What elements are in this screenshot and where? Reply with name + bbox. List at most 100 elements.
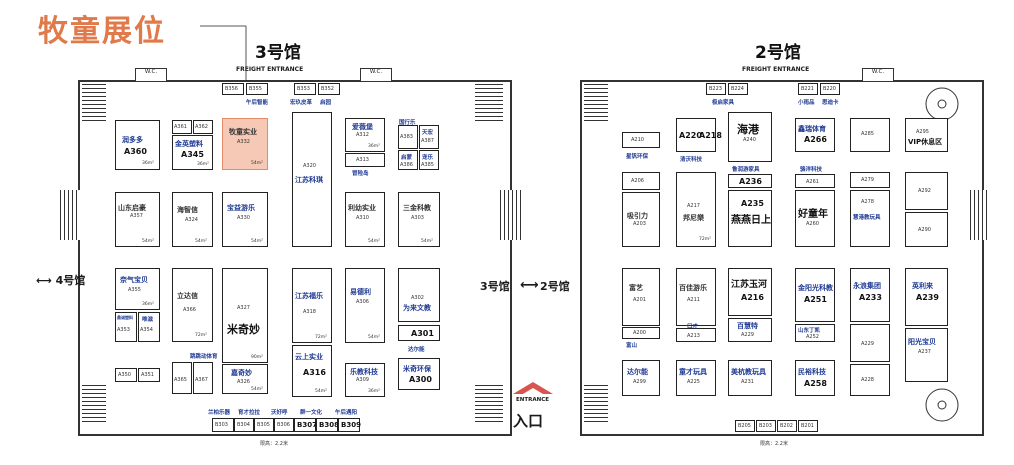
- booth-a330[interactable]: 宝益游乐 A330 54m²: [222, 192, 268, 247]
- label-qingwo: 清沃科技: [680, 157, 703, 163]
- booth-a231[interactable]: 美杭教玩具 A231: [728, 360, 772, 396]
- booth-b355[interactable]: B355: [246, 83, 268, 95]
- booth-a206[interactable]: A206: [622, 172, 660, 190]
- booth-a229b[interactable]: A229: [850, 324, 890, 362]
- booth-a327[interactable]: A327 米奇妙 90m²: [222, 268, 268, 363]
- label-qunyi: 群一文化: [300, 410, 323, 416]
- booth-b352[interactable]: B352: [318, 83, 340, 95]
- hall2-wc: W.C.: [862, 68, 894, 82]
- booth-a228[interactable]: A228: [850, 364, 890, 396]
- booth-a312[interactable]: 爱薇堡 A312 36m²: [345, 118, 385, 152]
- booth-b202[interactable]: B202: [777, 420, 797, 432]
- booth-a235[interactable]: A235 燕燕日上: [728, 190, 772, 247]
- booth-a266[interactable]: 鑫瑞体育 A266: [795, 118, 835, 152]
- label-qiyuan: 启园: [320, 100, 332, 106]
- booth-b220[interactable]: B220: [820, 83, 840, 95]
- booth-b356[interactable]: B356: [222, 83, 244, 95]
- booth-a361[interactable]: A361: [172, 120, 192, 134]
- booth-b308[interactable]: B308: [316, 418, 339, 432]
- booth-a301[interactable]: A301: [398, 325, 440, 341]
- booth-a200[interactable]: A200: [622, 327, 660, 339]
- booth-a386[interactable]: 启蒙 A386: [398, 150, 418, 170]
- booth-a217[interactable]: A217 邦尼樂 72m²: [676, 172, 716, 247]
- booth-a220[interactable]: A220 A218: [676, 118, 722, 152]
- booth-a350[interactable]: A350: [115, 368, 137, 382]
- booth-a332-mutong[interactable]: 牧童实业 A332 54m²: [222, 118, 268, 170]
- booth-a240[interactable]: 海港 A240: [728, 112, 772, 162]
- booth-a203[interactable]: 吸引力 A203: [622, 192, 660, 247]
- booth-a239[interactable]: 英利来 A239: [905, 268, 948, 326]
- booth-a211[interactable]: 百佳游乐 A211: [676, 268, 716, 326]
- booth-a362[interactable]: A362: [193, 120, 213, 134]
- booth-a210[interactable]: A210: [622, 132, 660, 148]
- booth-a279[interactable]: A279: [850, 172, 890, 188]
- booth-a260[interactable]: 好童年 A260: [795, 190, 835, 247]
- booth-a360[interactable]: 润多多 A360 36m²: [115, 120, 160, 170]
- booth-b203[interactable]: B203: [756, 420, 776, 432]
- booth-b305[interactable]: B305: [254, 418, 274, 432]
- booth-a233[interactable]: 永浪集团 A233: [850, 268, 890, 322]
- booth-a365[interactable]: A365: [172, 362, 192, 394]
- booth-a278[interactable]: A278 慧港教玩具: [850, 190, 890, 247]
- booth-a383[interactable]: 国行乐 A383: [398, 120, 418, 149]
- booth-a366[interactable]: 立达信 A366 72m²: [172, 268, 213, 342]
- booth-b304[interactable]: B304: [234, 418, 254, 432]
- booth-b309[interactable]: B309: [338, 418, 361, 432]
- booth-a355[interactable]: 奈气宝贝 A355 36m²: [115, 268, 160, 310]
- booth-b221[interactable]: B221: [798, 83, 818, 95]
- booth-a213[interactable]: A213 口才: [676, 324, 716, 342]
- booth-b303[interactable]: B303: [212, 418, 234, 432]
- entrance-arrow-icon: [513, 382, 553, 394]
- booth-a324[interactable]: 海智信 A324 54m²: [172, 192, 213, 247]
- booth-a300[interactable]: 米奇环保 A300: [398, 358, 440, 390]
- booth-a318[interactable]: 江苏福乐 A318 72m²: [292, 268, 332, 343]
- booth-a236[interactable]: A236: [728, 174, 772, 188]
- booth-b205[interactable]: B205: [735, 420, 755, 432]
- booth-a216[interactable]: 江苏玉河 A216: [728, 268, 772, 316]
- booth-a310[interactable]: 利幼实业 A310 54m²: [345, 192, 385, 247]
- booth-a285[interactable]: A285: [850, 118, 890, 152]
- booth-a354[interactable]: 唯滋 A354: [138, 312, 160, 342]
- label-sidika: 思迪卡: [822, 100, 839, 106]
- booth-a367[interactable]: A367: [193, 362, 213, 394]
- booth-a326[interactable]: 嘉奇妙 A326 54m²: [222, 364, 268, 394]
- booth-a385[interactable]: 宠乐 A385: [419, 150, 439, 170]
- nav-hall3[interactable]: 3号馆: [480, 280, 510, 293]
- booth-a201[interactable]: 富艺 A201: [622, 268, 660, 326]
- hall2-freight-entrance: FREIGHT ENTRANCE: [742, 66, 810, 73]
- booth-a292[interactable]: A292: [905, 172, 948, 210]
- booth-a316[interactable]: 云上实业 A316 54m²: [292, 345, 332, 397]
- booth-a261[interactable]: A261: [795, 174, 835, 188]
- booth-a353[interactable]: 鼎诚塑料 A353: [115, 312, 137, 342]
- booth-a290[interactable]: A290: [905, 212, 948, 247]
- booth-a251[interactable]: 金阳光科教 A251: [795, 268, 835, 322]
- booth-a229[interactable]: 百慧特 A229: [728, 318, 772, 342]
- booth-a351[interactable]: A351: [138, 368, 160, 382]
- booth-a237[interactable]: 阳光宝贝 A237: [905, 328, 948, 382]
- booth-a306[interactable]: 易德利 A306 54m²: [345, 268, 385, 343]
- label-fushan: 富山: [626, 343, 638, 349]
- booth-a303[interactable]: 三金科教 A303 54m²: [398, 192, 440, 247]
- booth-a225[interactable]: 童才玩具 A225: [676, 360, 716, 396]
- booth-a252[interactable]: 山东丁凯 A252: [795, 324, 835, 342]
- booth-b224[interactable]: B224: [728, 83, 748, 95]
- booth-b307[interactable]: B307: [294, 418, 317, 432]
- booth-a345[interactable]: 金英塑料 A345 36m²: [172, 135, 213, 170]
- booth-a302[interactable]: A302 为来文教: [398, 268, 440, 322]
- booth-a309[interactable]: 乐教科技 A309 36m²: [345, 363, 385, 397]
- booth-b306[interactable]: B306: [274, 418, 294, 432]
- booth-a320[interactable]: A320 江苏科琪: [292, 112, 332, 247]
- booth-a387[interactable]: 天宏 A387: [419, 125, 439, 149]
- label-daerneng: 达尔能: [408, 347, 425, 353]
- h2-spiral-se: [925, 388, 959, 422]
- booth-b223[interactable]: B223: [706, 83, 726, 95]
- booth-a295-vip[interactable]: A295 VIP休息区: [905, 118, 948, 152]
- booth-a357[interactable]: 山东启豪 A357 54m²: [115, 192, 160, 247]
- booth-a258[interactable]: 民裕科技 A258: [795, 360, 835, 396]
- nav-hall2[interactable]: 2号馆: [540, 280, 570, 293]
- booth-b201[interactable]: B201: [798, 420, 818, 432]
- booth-a299[interactable]: 达尔能 A299: [622, 360, 660, 396]
- nav-hall4[interactable]: ⟷ 4号馆: [36, 274, 86, 287]
- booth-a313[interactable]: A313: [345, 153, 385, 167]
- booth-b353[interactable]: B353: [294, 83, 316, 95]
